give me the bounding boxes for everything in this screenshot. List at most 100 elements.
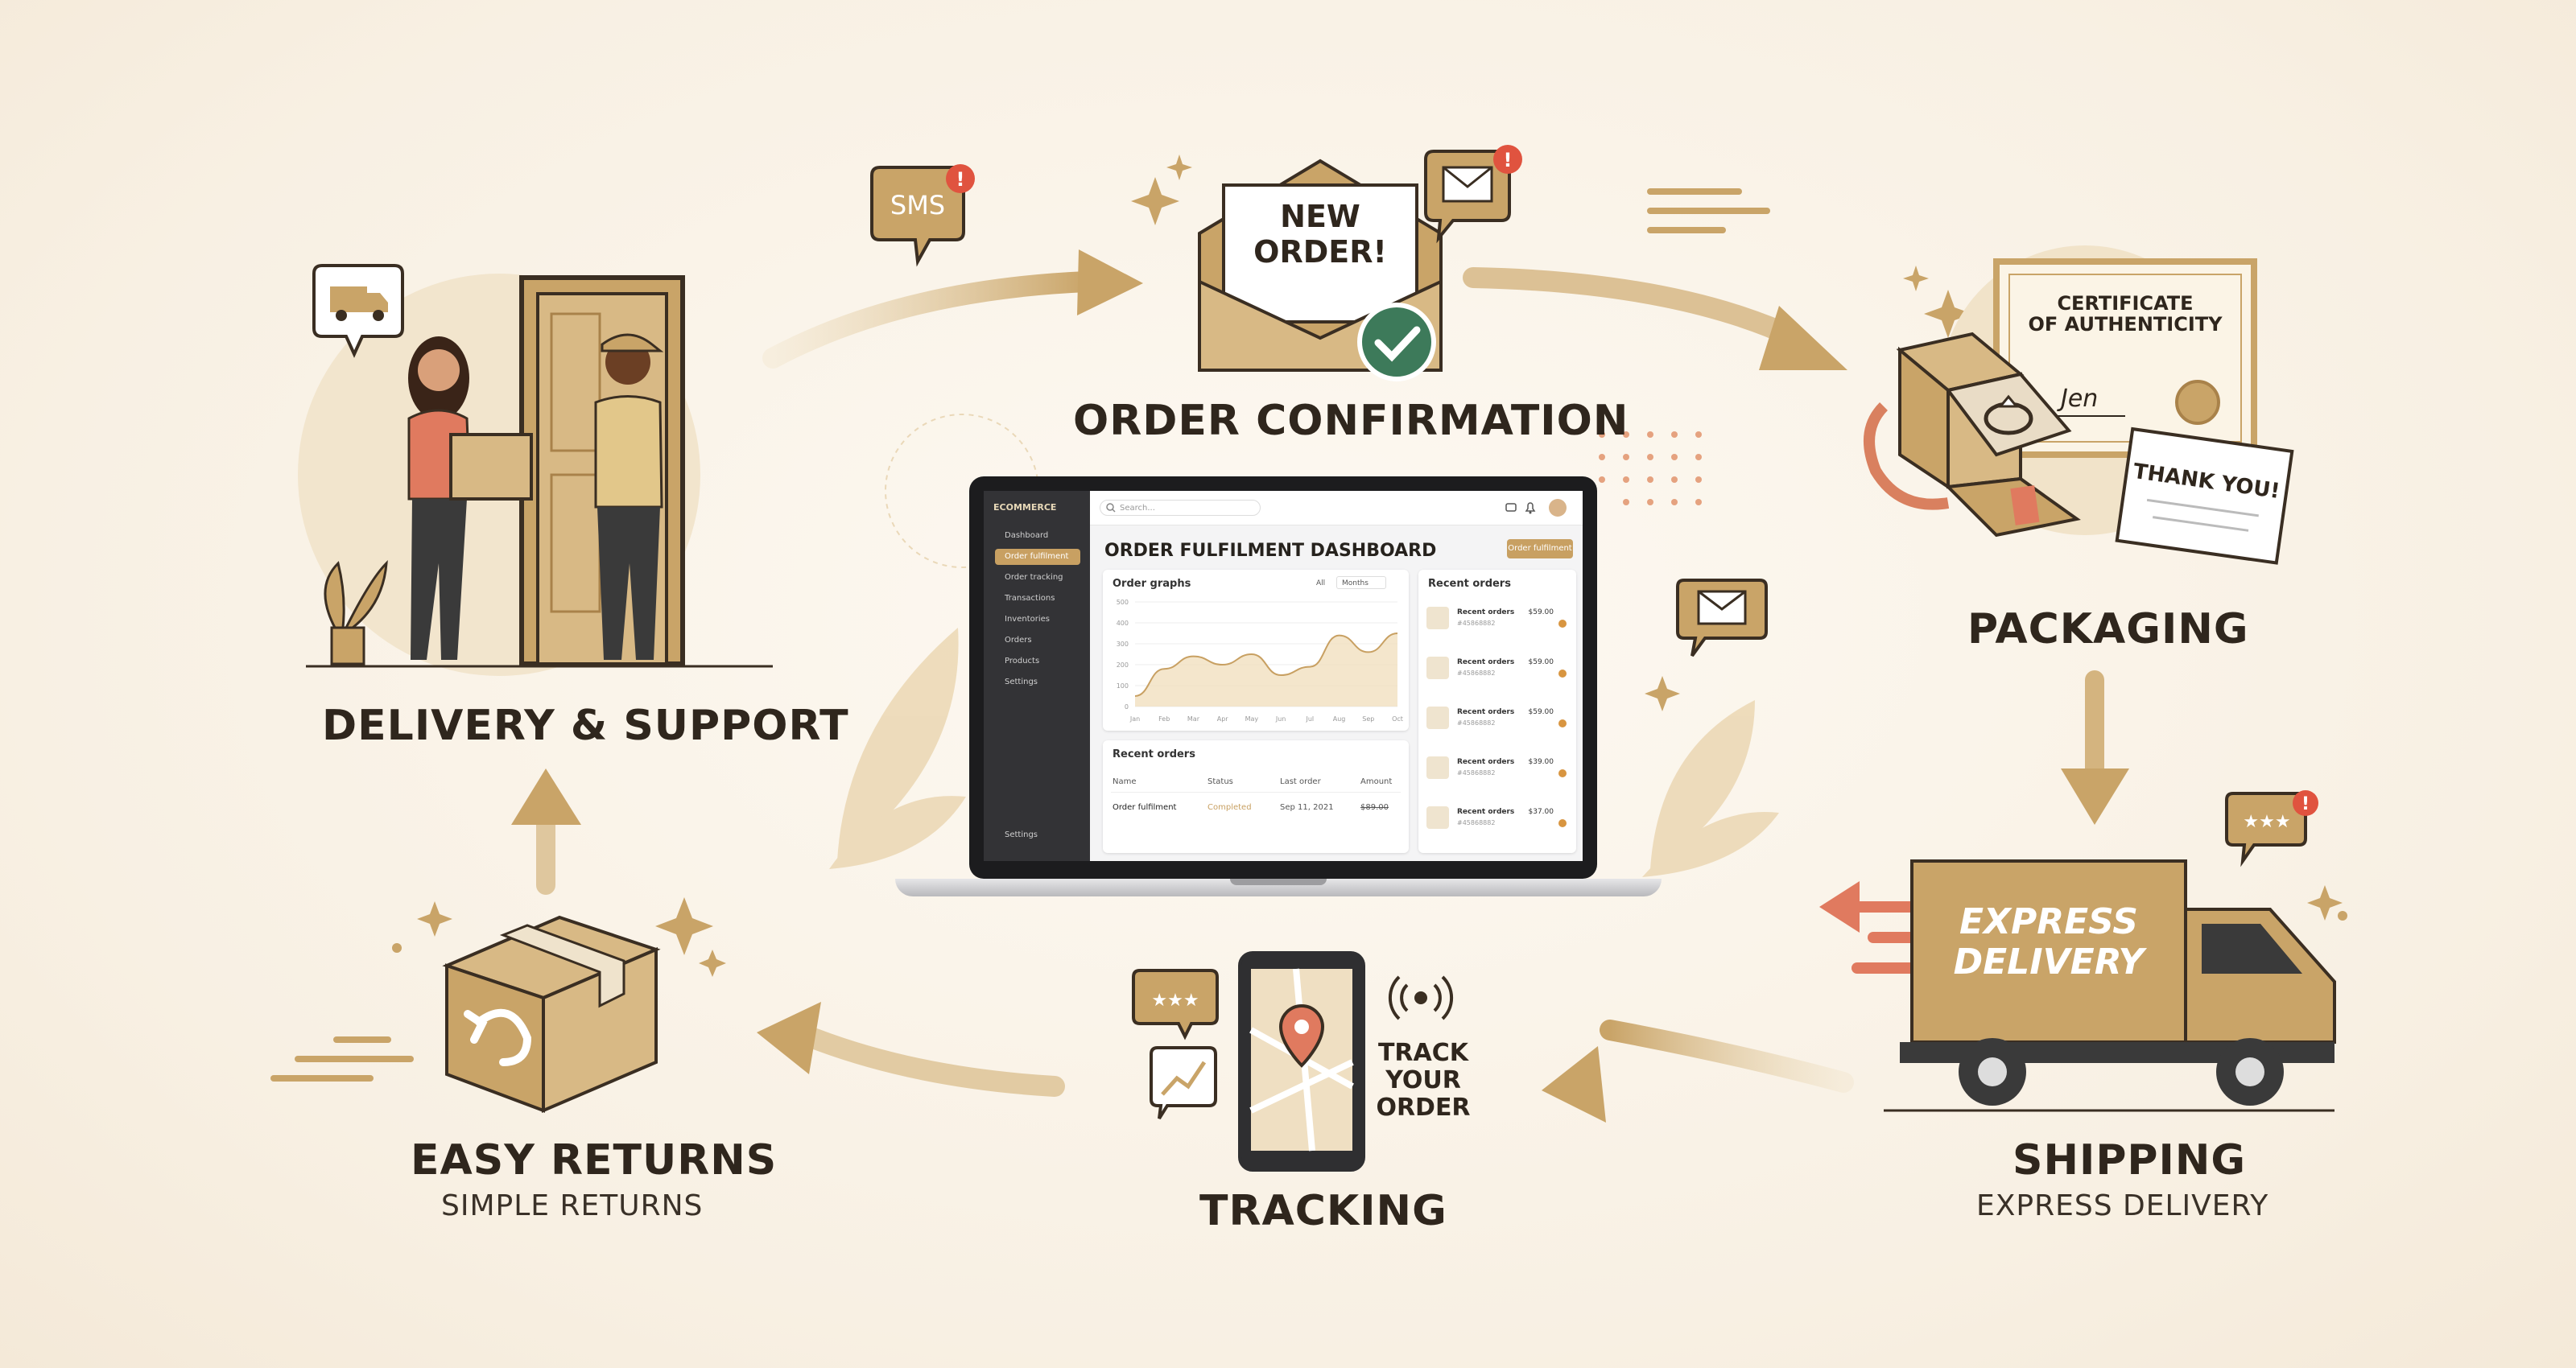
- dot-grid: [1599, 431, 1702, 505]
- ring-box-icon: [1864, 332, 2081, 538]
- delivery-handover-illustration: [298, 264, 773, 676]
- search-icon: [1106, 503, 1116, 513]
- table-cell-status: Completed: [1208, 803, 1252, 812]
- x-tick-label: Jun: [1275, 715, 1286, 723]
- dashboard-sidebar: ECOMMERCE Dashboard Order fulfilment Ord…: [984, 491, 1090, 861]
- stage-title-shipping: SHIPPING: [2013, 1136, 2247, 1185]
- search-input[interactable]: Search...: [1100, 500, 1261, 516]
- x-tick-label: Aug: [1333, 715, 1346, 723]
- sidebar-footer-settings[interactable]: Settings: [1005, 830, 1038, 839]
- dashboard-screen: ECOMMERCE Dashboard Order fulfilment Ord…: [984, 491, 1583, 861]
- package-icon: [1426, 806, 1449, 829]
- return-arrow-icon: [464, 1008, 532, 1066]
- arrow-to-returns: [803, 1028, 1065, 1097]
- status-dot-icon: [1558, 819, 1567, 827]
- recent-orders-table-card: Recent orders Name Status Last order Amo…: [1103, 740, 1409, 853]
- list-item[interactable]: Recent orders #45868882 $39.00: [1426, 750, 1568, 785]
- recent-orders-list-title: Recent orders: [1428, 578, 1511, 590]
- package-icon: [1426, 756, 1449, 779]
- arrow-to-confirmation: [762, 271, 1097, 369]
- sidebar-item-transactions[interactable]: Transactions: [1005, 594, 1055, 603]
- status-dot-icon: [1558, 670, 1567, 678]
- recent-orders-table-title: Recent orders: [1113, 748, 1195, 760]
- envelope-letter: [1222, 183, 1418, 323]
- recent-orders-list-card: Recent orders Recent orders #45868882 $5…: [1418, 570, 1576, 853]
- svg-text:OF AUTHENTICITY: OF AUTHENTICITY: [2028, 313, 2223, 336]
- tracking-phone-illustration: TRACK YOUR ORDER ★★★: [1132, 951, 1471, 1172]
- graph-period-select[interactable]: Months: [1336, 576, 1386, 589]
- x-tick-label: Jul: [1306, 715, 1315, 723]
- y-tick-label: 400: [1117, 620, 1129, 627]
- table-header-last-order: Last order: [1280, 777, 1321, 786]
- mail-bubble-icon: !: [1424, 145, 1522, 244]
- avatar[interactable]: [1549, 499, 1567, 517]
- truck-label-line2: DELIVERY: [1954, 942, 2148, 983]
- thank-you-card: THANK YOU!: [2115, 426, 2294, 565]
- list-item[interactable]: Recent orders #45868882 $37.00: [1426, 800, 1568, 835]
- bell-icon[interactable]: [1525, 501, 1536, 514]
- status-dot-icon: [1558, 620, 1567, 628]
- sidebar-item-products[interactable]: Products: [1005, 657, 1040, 665]
- list-item[interactable]: Recent orders #45868882 $59.00: [1426, 600, 1568, 636]
- y-tick-label: 200: [1117, 661, 1129, 669]
- order-fulfilment-button[interactable]: Order fulfilment: [1507, 539, 1573, 558]
- arrow-head: [511, 768, 581, 825]
- sparkle-icon: [1645, 676, 1680, 711]
- stage-title-tracking: TRACKING: [1199, 1187, 1447, 1235]
- sparkle-icon: [2307, 885, 2343, 921]
- chat-icon[interactable]: [1505, 502, 1517, 513]
- svg-text:YOUR: YOUR: [1385, 1066, 1461, 1094]
- truck-bubble-icon: [312, 264, 404, 358]
- arrow-head: [1542, 1046, 1606, 1123]
- svg-text:!: !: [1504, 149, 1513, 171]
- shipping-truck-illustration: EXPRESS DELIVERY: [1819, 859, 2336, 1112]
- stage-title-confirmation: ORDER CONFIRMATION: [1073, 397, 1629, 445]
- x-tick-label: Mar: [1187, 715, 1200, 723]
- rating-bubble-icon: ★★★ !: [2225, 790, 2318, 867]
- svg-text:TRACK: TRACK: [1378, 1039, 1470, 1067]
- rating-bubble-icon: ★★★: [1132, 969, 1219, 1040]
- stage-title-returns: EASY RETURNS: [411, 1136, 778, 1185]
- dashboard-brand: ECOMMERCE: [993, 502, 1057, 513]
- sparkle-icon: [1131, 177, 1179, 225]
- sidebar-item-inventories[interactable]: Inventories: [1005, 615, 1050, 624]
- arrow-head: [2061, 768, 2129, 825]
- status-dot-icon: [1558, 719, 1567, 727]
- dashboard-topbar: Search...: [1090, 491, 1583, 525]
- svg-text:SMS: SMS: [890, 190, 945, 220]
- sidebar-item-order-tracking[interactable]: Order tracking: [1005, 573, 1063, 582]
- svg-text:!: !: [2301, 794, 2310, 814]
- y-tick-label: 500: [1117, 599, 1129, 606]
- truck-label-line1: EXPRESS: [1959, 901, 2138, 942]
- svg-text:CERTIFICATE: CERTIFICATE: [2057, 292, 2193, 315]
- sidebar-item-orders[interactable]: Orders: [1005, 636, 1032, 645]
- package-icon: [449, 433, 533, 501]
- arrow-to-packaging: [1463, 267, 1806, 348]
- list-item[interactable]: Recent orders #45868882 $59.00: [1426, 650, 1568, 686]
- sidebar-item-dashboard[interactable]: Dashboard: [1005, 531, 1049, 540]
- sparkle-icon: [655, 897, 713, 955]
- sidebar-item-order-fulfilment[interactable]: Order fulfilment: [995, 549, 1080, 565]
- table-header-name: Name: [1113, 777, 1137, 786]
- list-item[interactable]: Recent orders #45868882 $59.00: [1426, 700, 1568, 736]
- stage-subtitle-returns: SIMPLE RETURNS: [441, 1189, 704, 1222]
- arrow-to-tracking: [1600, 1020, 1854, 1093]
- table-cell-name[interactable]: Order fulfilment: [1113, 803, 1177, 812]
- leaf-decor: [829, 628, 1779, 877]
- mail-bubble-icon: [1676, 579, 1768, 657]
- laptop-notch: [1230, 879, 1327, 885]
- table-cell-amount: $89.00: [1360, 803, 1389, 812]
- truck-wheel-icon: [1959, 1038, 2284, 1106]
- envelope-text-line2: ORDER!: [1253, 234, 1387, 270]
- x-tick-label: Jan: [1129, 715, 1140, 723]
- x-tick-label: Sep: [1362, 715, 1374, 723]
- series-area: [1135, 633, 1397, 707]
- graph-filter[interactable]: All: [1316, 579, 1326, 587]
- x-tick-label: May: [1245, 715, 1259, 723]
- packaging-illustration: CERTIFICATE OF AUTHENTICITY Jen THANK YO…: [1864, 245, 2294, 565]
- sparkle-icon: [417, 901, 452, 937]
- sidebar-item-settings[interactable]: Settings: [1005, 678, 1038, 686]
- sparkle-icon: [1166, 155, 1192, 180]
